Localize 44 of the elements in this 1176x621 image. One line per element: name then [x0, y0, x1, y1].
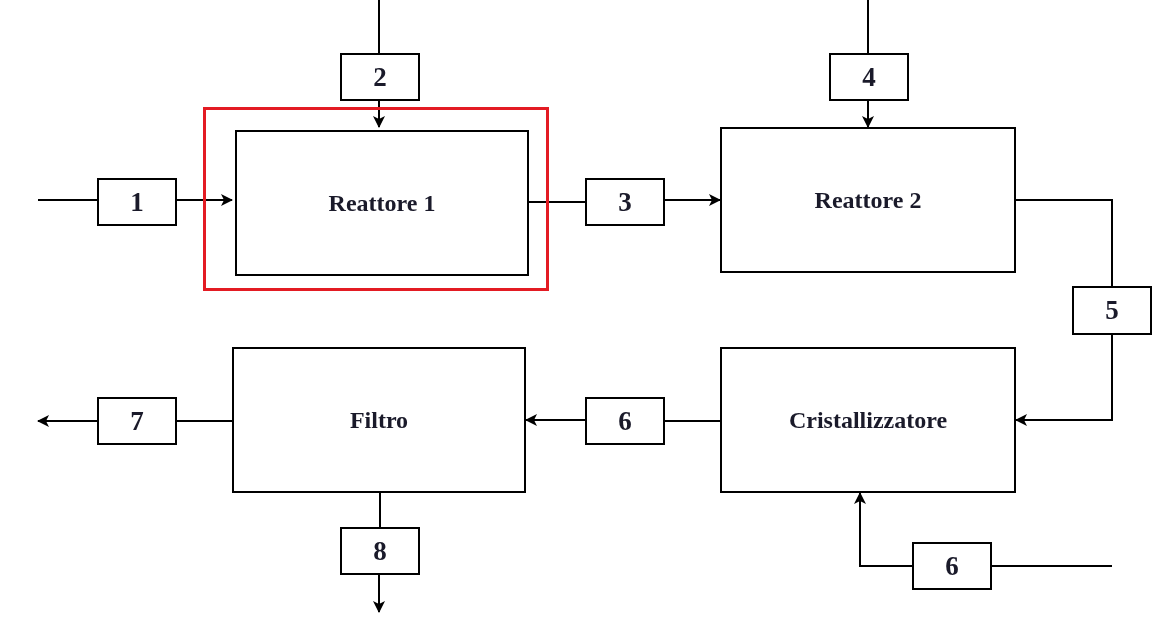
process-box: [720, 127, 1016, 273]
stream-number-box: [340, 53, 420, 101]
flow-arrow: [37, 415, 98, 427]
unit-label: Cristallizzatore: [788, 406, 948, 434]
flow-arrow: [176, 194, 233, 206]
stream-number-box: [340, 527, 420, 575]
flow-arrow: [525, 414, 586, 426]
stream-number: 1: [130, 186, 144, 218]
stream-number: 6: [618, 405, 632, 437]
flow-arrow: [862, 100, 874, 128]
flow-arrow: [373, 574, 385, 613]
stream-number-box: [829, 53, 909, 101]
stream-number: 2: [373, 61, 387, 93]
stream-number: 4: [862, 61, 876, 93]
flow-arrow: [1015, 334, 1113, 426]
stream-number-box: [585, 397, 665, 445]
flow-arrow: [854, 492, 913, 567]
highlight-frame: [203, 107, 549, 291]
flow-line: [991, 565, 1113, 567]
flow-line: [176, 420, 233, 422]
stream-number-box: [585, 178, 665, 226]
stream-number-box: [97, 397, 177, 445]
flow-line: [664, 420, 721, 422]
stream-number-box: [912, 542, 992, 590]
flow-line: [867, 0, 869, 54]
flow-line: [37, 199, 98, 201]
stream-number: 6: [945, 550, 959, 582]
stream-number: 3: [618, 186, 632, 218]
process-box: [720, 347, 1016, 493]
stream-number: 7: [130, 405, 144, 437]
stream-number-box: [97, 178, 177, 226]
flow-arrow: [373, 100, 385, 128]
flow-line: [378, 0, 380, 54]
stream-number-box: [1072, 286, 1152, 335]
unit-label: Filtro: [349, 406, 409, 434]
process-box: [232, 347, 526, 493]
process-box: [235, 130, 529, 276]
stream-number: 5: [1105, 295, 1119, 326]
stream-number: 8: [373, 535, 387, 567]
flow-line: [1015, 199, 1113, 287]
unit-label: Reattore 2: [814, 186, 922, 214]
unit-label: Reattore 1: [328, 189, 436, 217]
flow-arrow: [664, 194, 721, 206]
flow-line: [379, 492, 381, 528]
